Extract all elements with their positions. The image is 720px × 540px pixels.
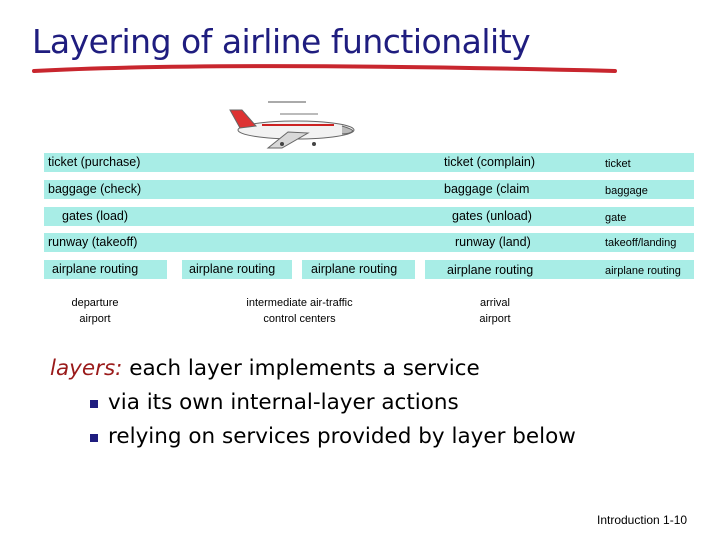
departure-runway-label: runway (takeoff): [48, 235, 138, 249]
departure-baggage-label: baggage (check): [48, 182, 142, 196]
arrival-baggage-label: baggage (claim: [444, 182, 530, 196]
intermediate-centers-caption: intermediate air-traffic control centers: [246, 297, 353, 325]
bullet-square-icon: [90, 434, 98, 442]
bullet-square-icon: [90, 400, 98, 408]
bullet-list: layers: each layer implements a service …: [50, 352, 576, 454]
layers-text: each layer implements a service: [122, 356, 480, 381]
layers-label: layers:: [50, 356, 123, 381]
bullet-item-text: relying on services provided by layer be…: [108, 424, 576, 449]
band-routing-mid2: [302, 260, 415, 279]
departure-routing-label: airplane routing: [52, 262, 139, 276]
mid2-routing-label: airplane routing: [311, 262, 398, 276]
title-underline: [32, 64, 617, 73]
departure-airport-caption: departure airport: [71, 297, 119, 325]
layer-ticket-label: ticket: [605, 158, 631, 170]
departure-ticket-label: ticket (purchase): [48, 155, 141, 169]
layer-gate-label: gate: [605, 212, 627, 224]
band-takeoff-landing: [44, 233, 694, 252]
arrival-gate-label: gates (unload): [452, 209, 532, 223]
airplane-icon: [229, 101, 355, 149]
band-routing-departure: [44, 260, 167, 279]
slide-footer: Introduction 1-10: [597, 513, 688, 527]
arrival-airport-caption: arrival airport: [479, 297, 511, 325]
arrival-ticket-label: ticket (complain): [444, 155, 535, 169]
arrival-routing-label: airplane routing: [447, 263, 534, 277]
bullet-item: via its own internal-layer actions: [50, 386, 576, 420]
band-baggage: [44, 180, 694, 199]
band-gate: [44, 207, 694, 226]
arrival-runway-label: runway (land): [455, 235, 531, 249]
layer-takeoff-landing-label: takeoff/landing: [605, 237, 677, 249]
mid1-routing-label: airplane routing: [189, 262, 276, 276]
layer-routing-label: airplane routing: [605, 265, 681, 277]
band-routing-arrival: [425, 260, 694, 279]
bullet-item-text: via its own internal-layer actions: [108, 390, 459, 415]
departure-gate-label: gates (load): [62, 209, 129, 223]
band-routing-mid1: [182, 260, 292, 279]
bullet-item: relying on services provided by layer be…: [50, 420, 576, 454]
band-ticket: [44, 153, 694, 172]
bullet-lead: layers: each layer implements a service: [50, 352, 576, 386]
layer-baggage-label: baggage: [605, 185, 648, 197]
page-title: Layering of airline functionality: [32, 22, 531, 61]
